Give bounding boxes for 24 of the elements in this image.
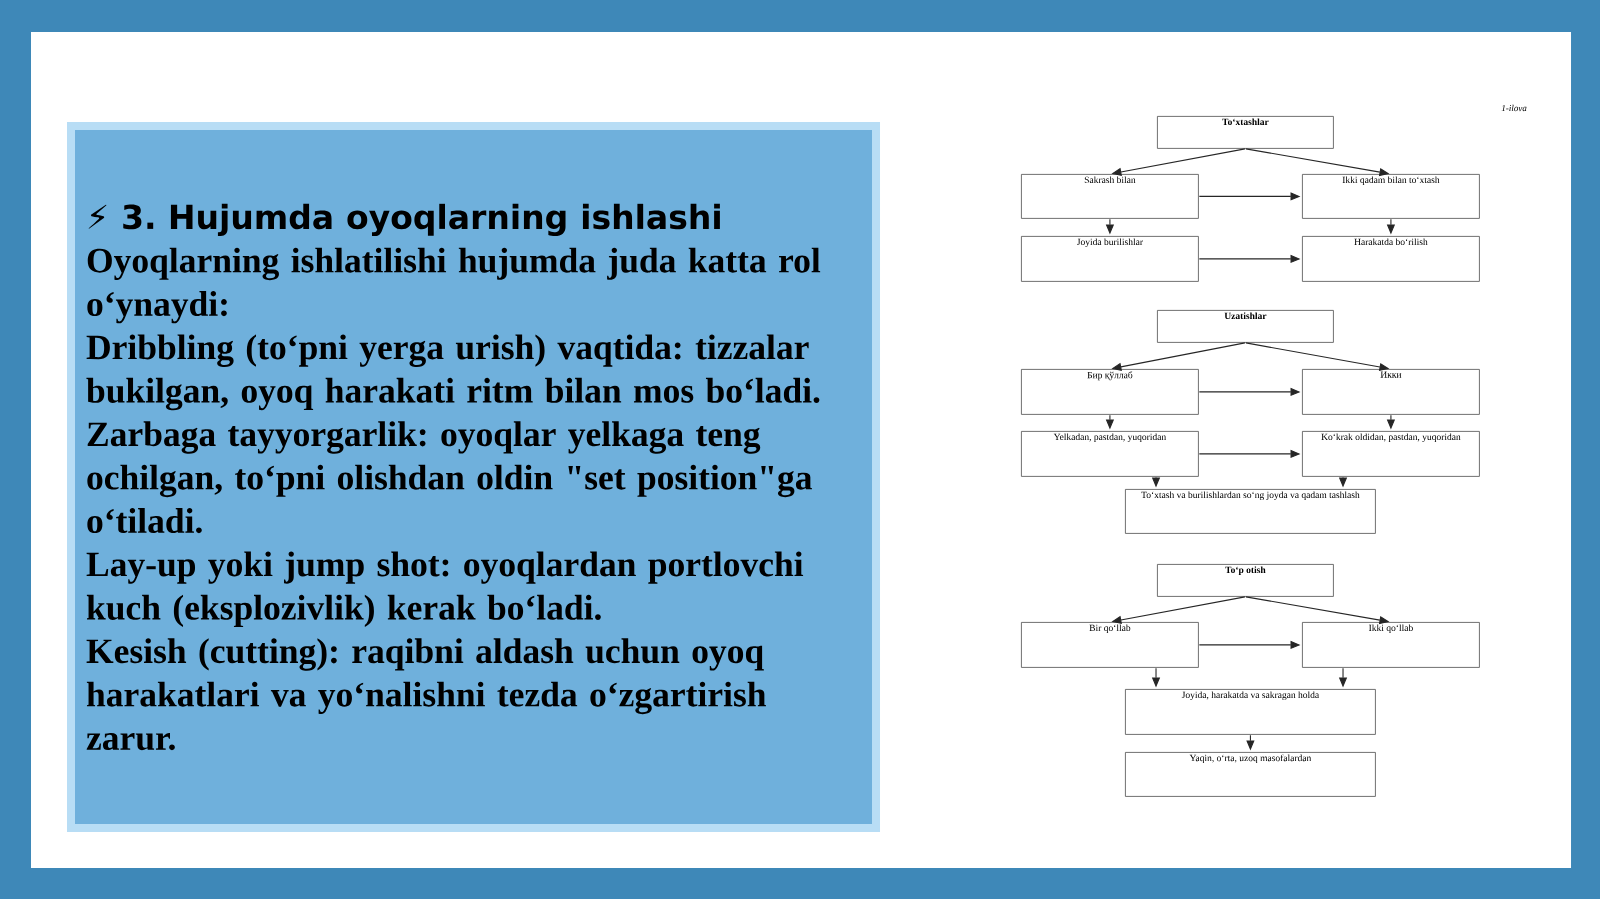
annex-label: 1-ilova <box>1501 104 1527 112</box>
process-box: Yaqin, o‘rta, uzoq masofalardan <box>1125 752 1376 797</box>
heading-box: To‘xtashlar <box>1157 116 1334 149</box>
paragraph: Oyoqlarning ishlatilishi hujumda juda katta rol o‘ynaydi: <box>87 247 821 324</box>
process-box: Harakatda bo‘rilish <box>1302 236 1480 282</box>
process-box: Joyida, harakatda va sakragan holda <box>1125 689 1376 735</box>
process-box: Ikki qo‘llab <box>1302 622 1480 668</box>
process-box: Joyida burilishlar <box>1021 236 1199 282</box>
paragraph: Zarbaga tayyorgarlik: oyoqlar yelkaga teng ochilgan, to‘pni olishdan oldin "set position"ga o‘tiladi. <box>87 421 812 534</box>
process-box: Yelkadan, pastdan, yuqoridan <box>1021 431 1199 477</box>
process-box: Бир қўллаб <box>1021 369 1199 415</box>
process-box: Bir qo‘llab <box>1021 622 1199 668</box>
paragraph: Lay-up yoki jump shot: oyoqlardan portlovchi kuch (eksplozivlik) kerak bo‘ladi. <box>86 551 804 628</box>
process-box: To‘xtash va burilishlardan so‘ng joyda va qadam tashlash <box>1125 489 1376 534</box>
process-box: Ikki qadam bilan to‘xtash <box>1302 174 1480 219</box>
process-box: Ko‘krak oldidan, pastdan, yuqoridan <box>1302 431 1480 477</box>
heading-box: To‘p otish <box>1157 564 1334 597</box>
paragraph: Dribbling (to‘pni yerga urish) vaqtida: tizzalar bukilgan, oyoq harakati ritm bilan mos bo‘ladi. <box>86 334 820 411</box>
process-box: Икки <box>1302 369 1480 415</box>
paragraph: Kesish (cutting): raqibni aldash uchun oyoq harakatlari va yo‘nalishni tezda o‘zgartirish zarur. <box>86 638 766 751</box>
text-panel <box>67 122 880 832</box>
process-box: Sakrash bilan <box>1021 174 1199 219</box>
heading-box: Uzatishlar <box>1157 310 1334 343</box>
heading: ⚡ 3. Hujumda oyoqlarning ishlashi <box>88 203 720 236</box>
